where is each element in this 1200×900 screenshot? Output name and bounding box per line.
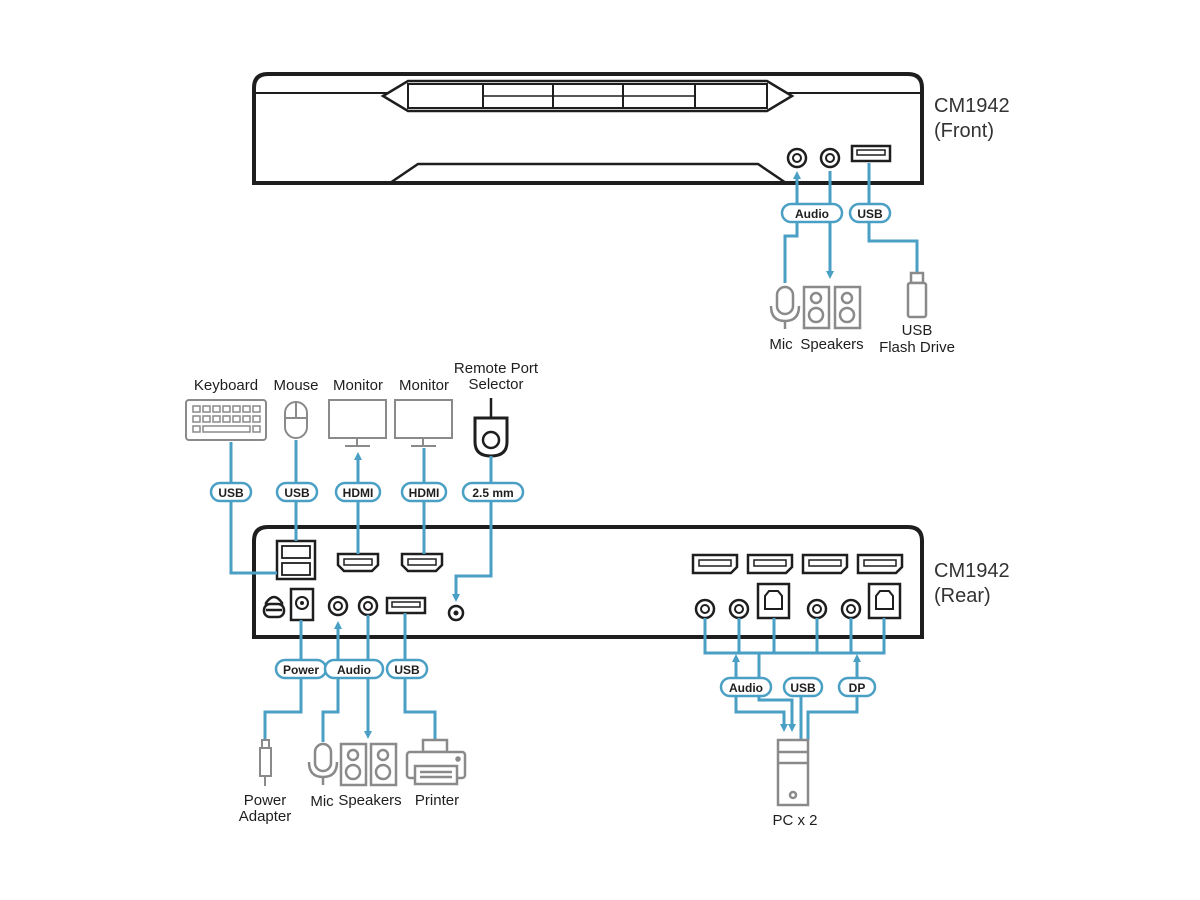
keyboard-icon: [185, 399, 267, 441]
svg-text:USB: USB: [857, 207, 883, 221]
svg-text:USB: USB: [394, 663, 420, 677]
hdmi-badge-2: HDMI: [400, 481, 448, 503]
monitor-icon: [328, 399, 387, 447]
monitor1-label: Monitor: [333, 377, 383, 394]
rear-panel: CM1942 (Rear): [252, 525, 1010, 639]
usb-badge-mouse: USB: [275, 481, 319, 503]
svg-text:Audio: Audio: [729, 681, 763, 695]
rear-mic-label: Mic: [310, 793, 334, 810]
front-panel: CM1942 (Front): [252, 72, 1010, 185]
hdmi-badge-1: HDMI: [334, 481, 382, 503]
svg-text:Audio: Audio: [337, 663, 371, 677]
pc-dp-badge: DP: [837, 676, 877, 698]
svg-text:Power: Power: [283, 663, 319, 677]
pc-audio-badge: Audio: [719, 676, 773, 698]
power-adapter-icon: [259, 739, 272, 786]
mouse-label: Mouse: [273, 377, 318, 394]
power-badge: Power: [274, 658, 328, 680]
svg-text:DP: DP: [849, 681, 866, 695]
remote-badge: 2.5 mm: [461, 481, 525, 503]
rear-speakers-label: Speakers: [338, 792, 401, 809]
pc-label: PC x 2: [772, 812, 817, 829]
svg-text:Audio: Audio: [795, 207, 829, 221]
speakers-icon: [339, 742, 398, 787]
svg-text:2.5 mm: 2.5 mm: [472, 486, 513, 500]
pc-usb-badge: USB: [782, 676, 824, 698]
rear-title-line1: CM1942: [934, 560, 1010, 582]
monitor-icon: [394, 399, 453, 447]
front-title-line2: (Front): [934, 120, 994, 142]
front-mic-label: Mic: [769, 336, 793, 353]
front-bottom-bezel: [389, 162, 787, 185]
usb-badge-keyboard: USB: [209, 481, 253, 503]
printer-icon: [405, 738, 467, 786]
front-connections: [783, 163, 919, 283]
rear-chassis: [252, 525, 924, 639]
rear-title-line2: (Rear): [934, 585, 991, 607]
printer-label: Printer: [415, 792, 459, 809]
usb-badge-rear: USB: [385, 658, 429, 680]
svg-text:USB: USB: [284, 486, 310, 500]
svg-text:USB: USB: [218, 486, 244, 500]
front-title-line1: CM1942: [934, 95, 1010, 117]
front-usb-label-line1: USB: [902, 322, 933, 339]
monitor2-label: Monitor: [399, 377, 449, 394]
front-usb-badge: USB: [848, 202, 892, 224]
pc-tower-icon: [776, 738, 810, 807]
svg-text:HDMI: HDMI: [343, 486, 374, 500]
keyboard-label: Keyboard: [194, 377, 258, 394]
audio-badge-rear: Audio: [323, 658, 385, 680]
kensington-lock-icon: [262, 595, 286, 619]
power-adapter-label-line2: Adapter: [239, 808, 292, 825]
front-speakers-label: Speakers: [800, 336, 863, 353]
mic-icon: [307, 742, 339, 785]
remote-label-line1: Remote Port: [454, 360, 539, 377]
speakers-icon: [802, 285, 862, 330]
front-usb-label-line2: Flash Drive: [879, 339, 955, 356]
usb-flash-drive-icon: [906, 271, 928, 319]
mouse-icon: [284, 401, 308, 439]
remote-label-line2: Selector: [468, 376, 523, 393]
svg-text:USB: USB: [790, 681, 816, 695]
svg-text:HDMI: HDMI: [409, 486, 440, 500]
power-adapter-label-line1: Power: [244, 792, 287, 809]
front-audio-badge: Audio: [780, 202, 844, 224]
mic-icon: [769, 285, 801, 329]
remote-port-selector-icon: [473, 398, 509, 458]
